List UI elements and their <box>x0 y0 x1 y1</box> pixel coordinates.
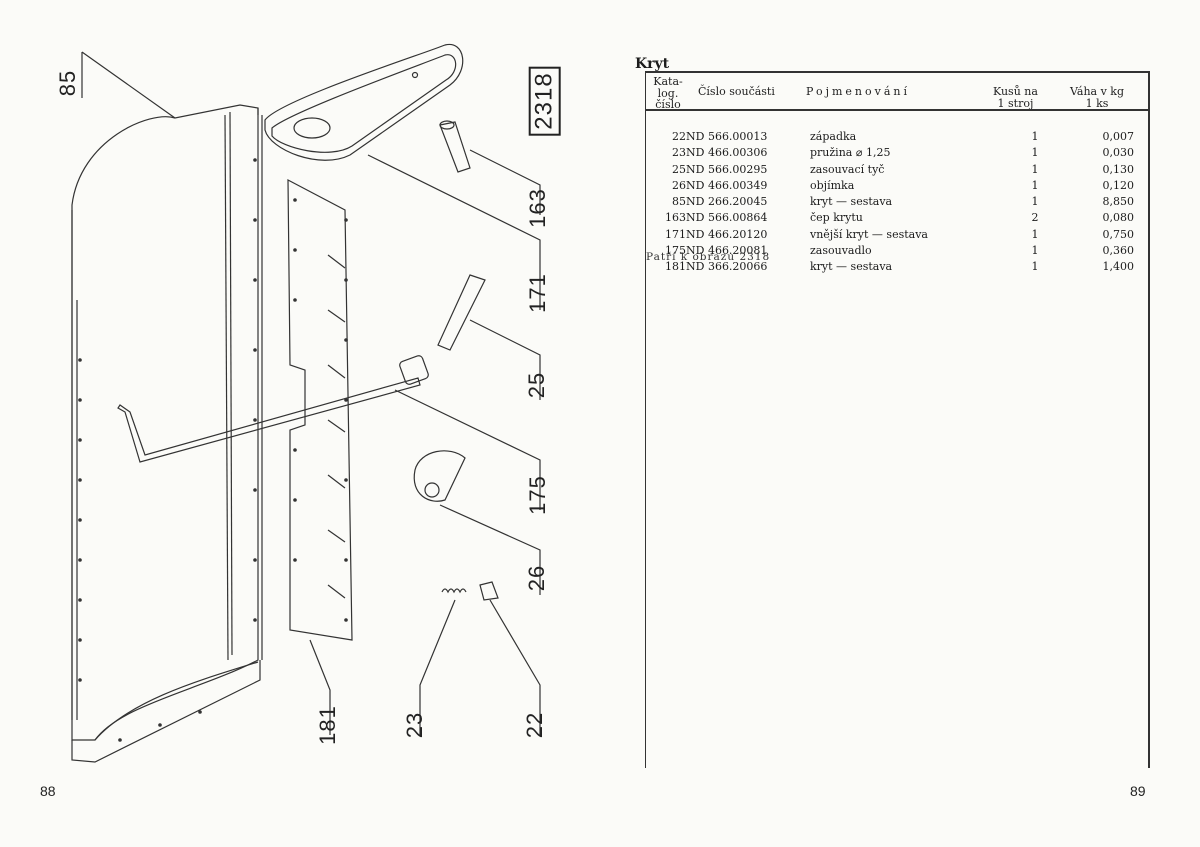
slide-rod-drawing <box>437 274 541 400</box>
spring-and-latch-drawing <box>419 581 541 735</box>
header-katalog: Kata- log. číslo <box>653 75 683 111</box>
page-number-left: 88 <box>40 783 56 799</box>
part-label-85: 85 <box>55 69 81 97</box>
figure-number: 2318 <box>528 66 561 136</box>
part-label-175: 175 <box>524 475 550 515</box>
figure-reference-note: Patří k obrazu 2318 <box>646 251 771 263</box>
header-name: Pojmenování <box>806 85 911 98</box>
header-weight: Váha v kg 1 ks <box>1069 85 1125 110</box>
exploded-diagram: 85 2318 163 171 25 175 26 181 23 22 88 <box>0 0 600 843</box>
diagram-drawing <box>71 43 541 763</box>
part-label-26: 26 <box>524 564 550 592</box>
part-label-163: 163 <box>524 188 550 228</box>
part-label-22: 22 <box>522 711 548 739</box>
outer-cover-drawing <box>264 43 541 310</box>
part-label-23: 23 <box>402 711 428 739</box>
cover-assembly-drawing <box>71 51 263 763</box>
clamp-drawing <box>413 450 541 595</box>
header-divider <box>646 109 1148 111</box>
parts-table: Kata- log. číslo Číslo součásti Pojmenov… <box>645 71 1150 768</box>
header-part-number: Číslo součásti <box>698 85 775 98</box>
rod-drawing <box>117 355 541 510</box>
plate-drawing <box>287 179 353 735</box>
part-label-171: 171 <box>524 273 550 313</box>
page-title: Kryt <box>635 56 670 72</box>
header-quantity: Kusů na 1 stroj <box>993 85 1038 110</box>
part-label-25: 25 <box>524 371 550 399</box>
page-number-right: 89 <box>1130 783 1146 799</box>
parts-list-page: Kryt Kata- log. číslo Číslo součásti Poj… <box>635 56 1150 768</box>
pin-drawing <box>439 120 541 215</box>
part-label-181: 181 <box>314 705 340 745</box>
